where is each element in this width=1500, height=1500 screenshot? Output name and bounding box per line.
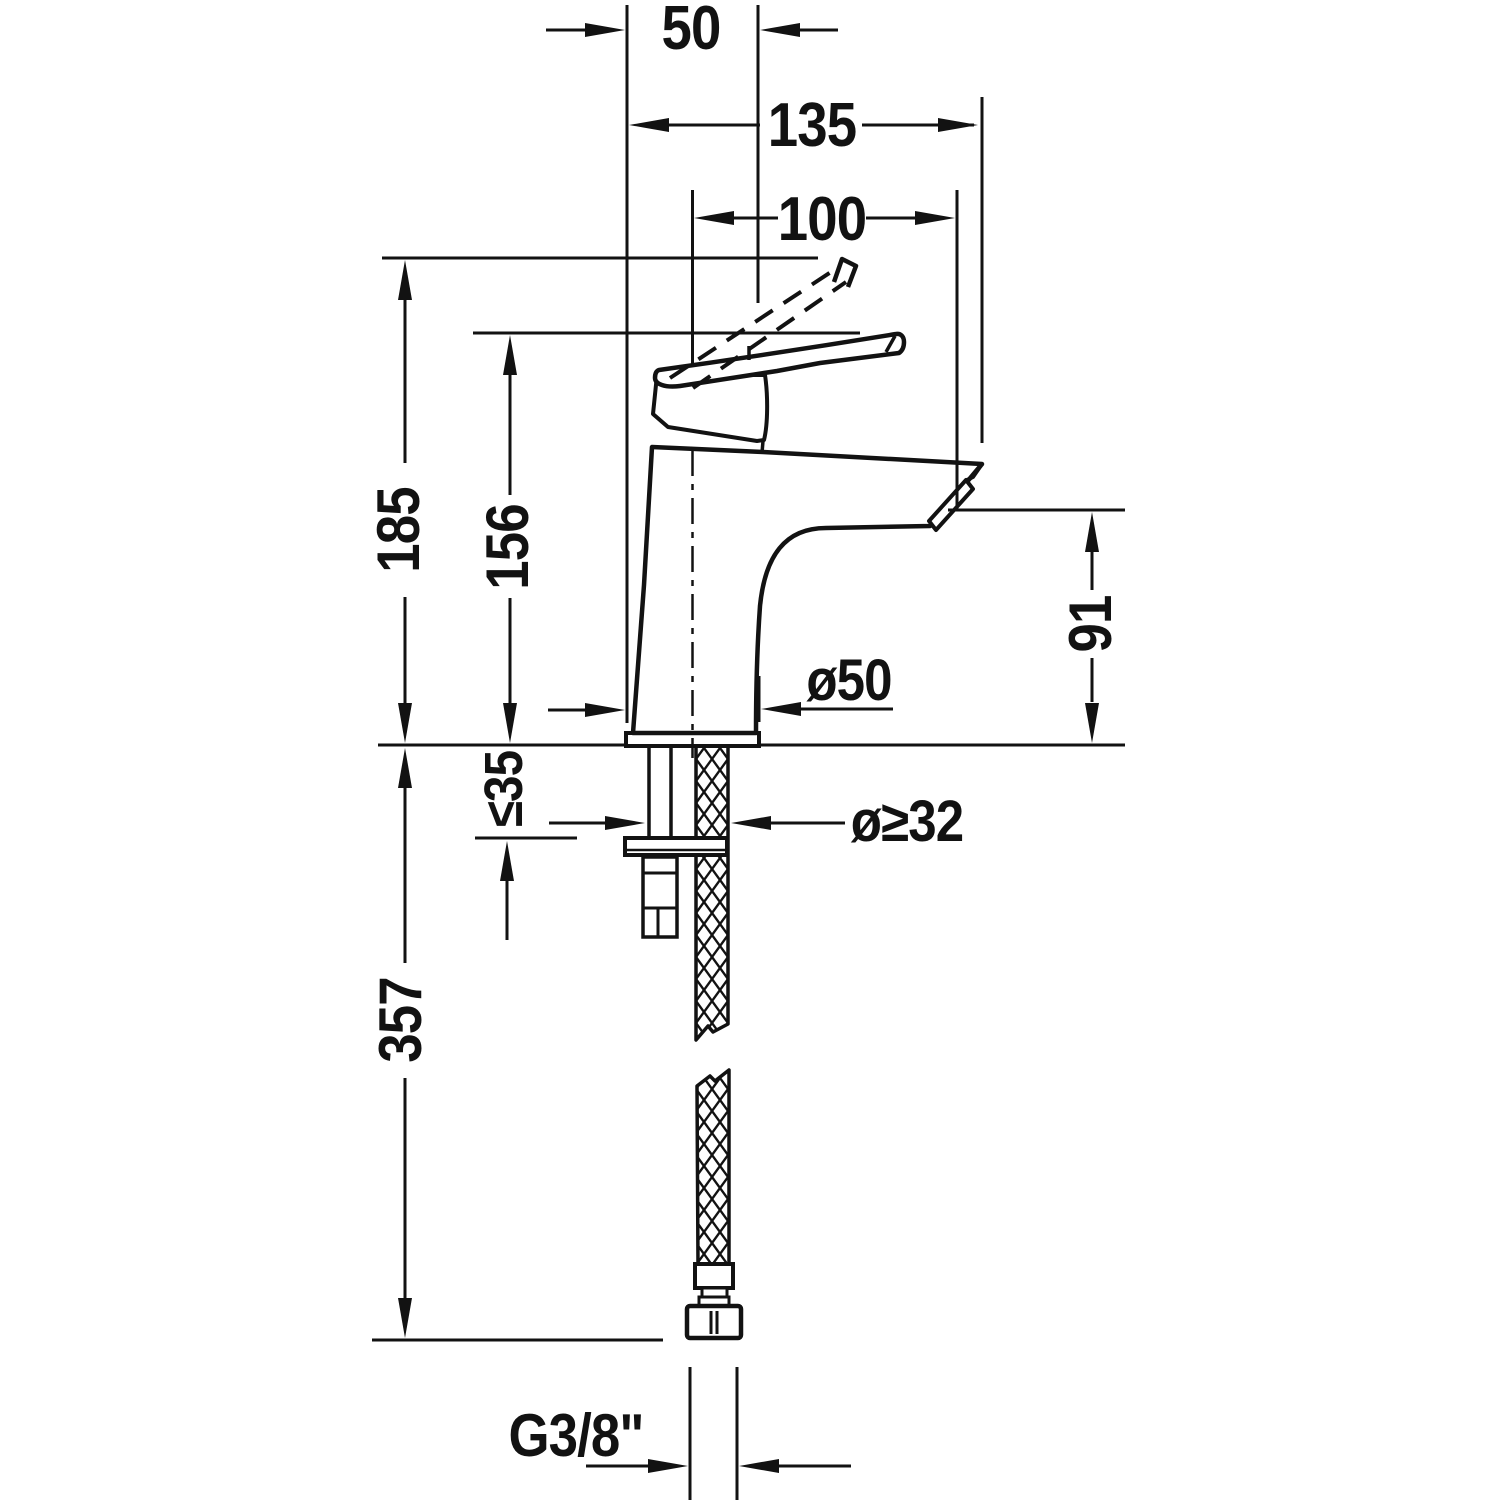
lever-raised-position bbox=[668, 256, 859, 390]
faucet-body bbox=[630, 444, 985, 736]
lever-blade bbox=[652, 331, 907, 389]
dim-label-handle-width: 50 bbox=[661, 0, 722, 63]
dim-label-hole-diameter: ø≥32 bbox=[850, 789, 964, 854]
dim-label-hose-length: 357 bbox=[367, 977, 434, 1063]
mounting-shank bbox=[623, 746, 729, 939]
dim-label-height-body: 156 bbox=[474, 504, 541, 590]
dim-label-spout-reach: 100 bbox=[777, 185, 867, 254]
raised-lever-tip bbox=[831, 256, 859, 288]
dim-label-depth-total: 135 bbox=[767, 91, 857, 160]
dim-label-base-diameter: ø50 bbox=[806, 648, 892, 713]
mounting-nut-flange bbox=[623, 836, 729, 857]
extension-lines bbox=[372, 5, 1125, 1500]
dimension-lines bbox=[398, 23, 1099, 1473]
cartridge-escutcheon bbox=[651, 373, 770, 443]
hose-hex-nut bbox=[684, 1303, 744, 1341]
dim-label-deck-thickness: ≤35 bbox=[474, 750, 534, 828]
lever-handle bbox=[651, 331, 907, 454]
spout-aerator bbox=[927, 478, 975, 532]
dim-label-spout-height: 91 bbox=[1057, 595, 1124, 653]
dim-label-height-max: 185 bbox=[365, 487, 432, 573]
supply-hose-upper bbox=[694, 744, 730, 1042]
dim-label-connection-thread: G3/8" bbox=[508, 1402, 644, 1469]
supply-hose-lower bbox=[684, 1068, 744, 1341]
threaded-stud bbox=[641, 855, 679, 939]
